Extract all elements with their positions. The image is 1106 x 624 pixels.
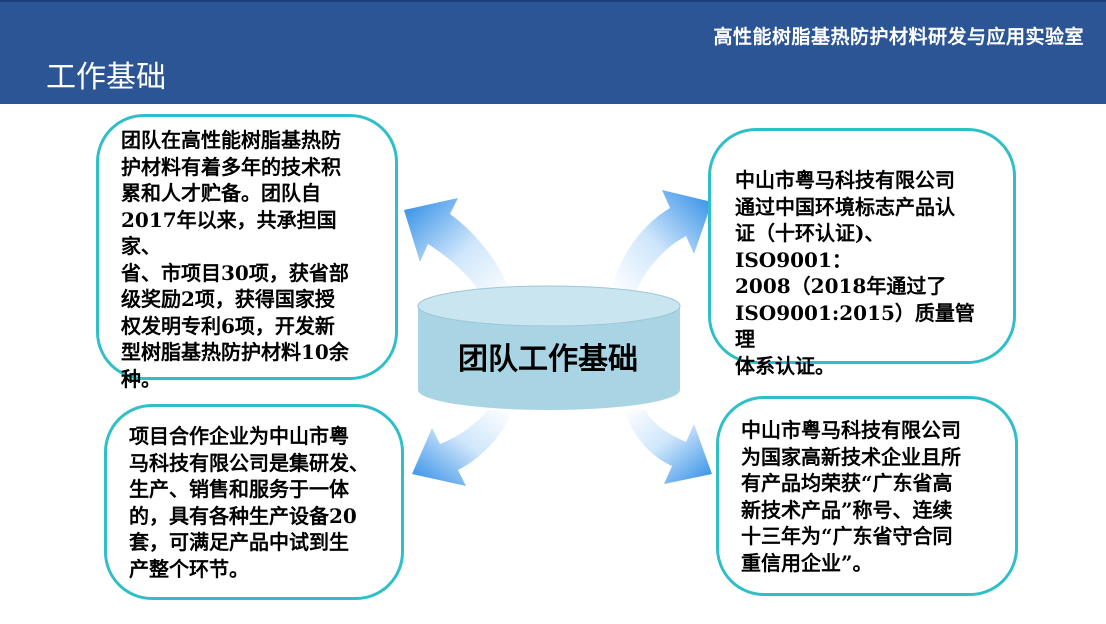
card-line: 护材料有着多年的技术积 — [121, 154, 341, 179]
header-bar: 高性能树脂基热防护材料研发与应用实验室 工作基础 — [0, 0, 1106, 104]
card-line: 为国家高新技术企业且所 — [741, 444, 961, 469]
card-line: 重信用企业”。 — [741, 550, 873, 575]
card-line: 种。 — [121, 366, 161, 391]
card-line: 项目合作企业为中山市粤 — [129, 424, 349, 448]
page-title: 工作基础 — [46, 60, 166, 95]
center-label: 团队工作基础 — [458, 342, 638, 377]
card-line: 体系认证。 — [735, 353, 835, 378]
card-team-foundation: 团队在高性能树脂基热防 护材料有着多年的技术积 累和人才贮备。团队自 2017年… — [96, 114, 398, 391]
arrow-up-right-icon — [612, 190, 712, 292]
card-line: 级奖励2项，获得国家授 — [121, 287, 335, 311]
card-line: 型树脂基热防护材料10余 — [121, 340, 349, 364]
card-line: 产整个环节。 — [129, 556, 249, 581]
card-line: 新技术产品”称号、连续 — [741, 497, 953, 522]
card-partner-company: 项目合作企业为中山市粤 马科技有限公司是集研发、 生产、销售和服务于一体 的，具… — [104, 404, 404, 600]
card-high-tech-honors: 中山市粤马科技有限公司 为国家高新技术企业且所 有产品均荣获“广东省高 新技术产… — [716, 396, 1018, 596]
card-line: 证（十环认证)、ISO9001： — [735, 221, 885, 272]
arrow-down-right-icon — [624, 410, 712, 484]
card-line: 省、市项目30项，获省部 — [121, 260, 349, 285]
lab-name: 高性能树脂基热防护材料研发与应用实验室 — [713, 26, 1084, 48]
card-certification: 中山市粤马科技有限公司 通过中国环境标志产品认 证（十环认证)、ISO9001：… — [708, 128, 1016, 378]
card-line: 十三年为“广东省守合同 — [741, 524, 953, 548]
card-line: 套，可满足产品中试到生 — [129, 530, 349, 554]
card-line: 2008（2018年通过了 — [735, 274, 947, 298]
card-line: 权发明专利6项，开发新 — [121, 313, 335, 338]
card-line: 中山市粤马科技有限公司 — [741, 418, 961, 442]
card-line: 通过中国环境标志产品认 — [735, 194, 955, 219]
card-line: 马科技有限公司是集研发、 — [129, 450, 369, 475]
arrow-up-left-icon — [404, 198, 510, 298]
card-line: 中山市粤马科技有限公司 — [735, 168, 955, 192]
card-line: ISO9001:2015）质量管理 — [735, 300, 975, 352]
center-cylinder — [417, 285, 681, 410]
card-line: 累和人才贮备。团队自 — [121, 181, 321, 205]
card-line: 生产、销售和服务于一体 — [129, 477, 349, 501]
card-line: 的，具有各种生产设备20 — [129, 503, 357, 528]
arrow-down-left-icon — [412, 410, 512, 486]
card-line: 2017年以来，共承担国家、 — [121, 207, 337, 259]
card-line: 团队在高性能树脂基热防 — [121, 128, 341, 152]
card-line: 有产品均荣获“广东省高 — [741, 471, 953, 495]
